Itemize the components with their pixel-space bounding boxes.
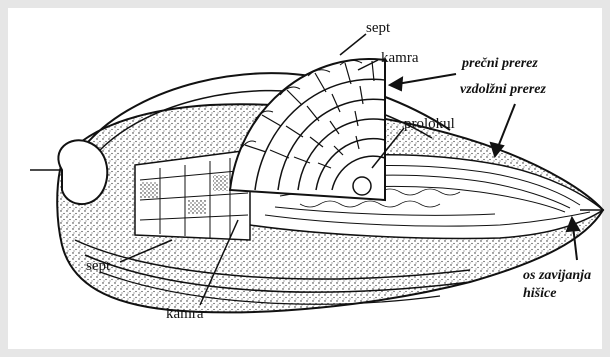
label-sept-top: sept <box>366 20 390 36</box>
label-sept-left: sept <box>86 258 110 274</box>
left-cut-block <box>135 150 250 240</box>
label-precni-prerez: prečni prerez <box>462 56 538 72</box>
label-vzdolzni-prerez: vzdolžni prerez <box>460 82 546 98</box>
arrow-vzdolzni <box>498 104 515 147</box>
arrow-precni <box>397 74 456 84</box>
label-prolokul: prolokul <box>404 116 455 132</box>
transverse-section <box>230 59 385 200</box>
label-kamra-bottom: kamra <box>166 306 203 322</box>
label-hisice: hišice <box>523 286 556 302</box>
pointer-sept-top <box>340 34 366 55</box>
label-kamra-top: kamra <box>381 50 418 66</box>
label-os-zavijanja: os zavijanja <box>523 268 591 284</box>
